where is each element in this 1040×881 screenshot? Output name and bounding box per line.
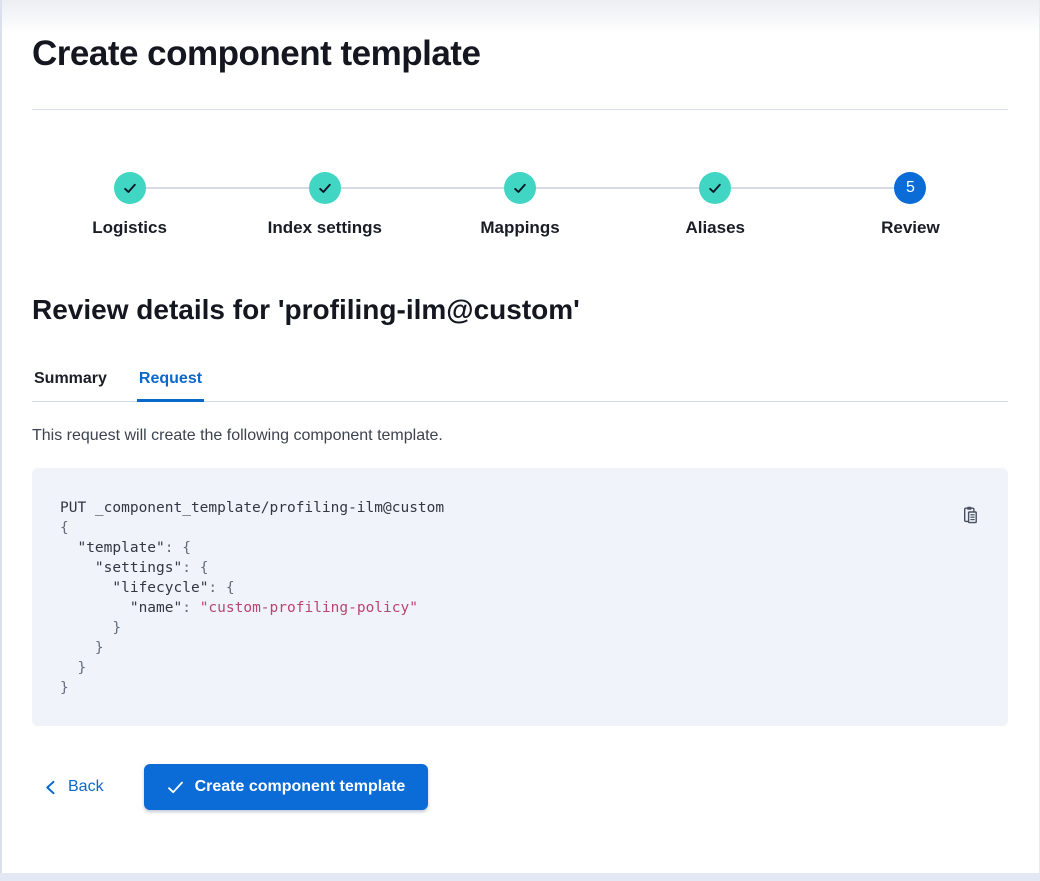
stepper-step-logistics[interactable]: Logistics — [32, 172, 227, 238]
code-line: "template": { — [77, 540, 191, 556]
code-line: { — [60, 520, 69, 536]
check-icon — [308, 172, 341, 204]
tab-summary[interactable]: Summary — [32, 370, 109, 401]
step-number: 5 — [894, 172, 927, 204]
create-button-label: Create component template — [194, 778, 406, 795]
check-icon — [167, 780, 184, 795]
footer-actions: Back Create component template — [32, 764, 1008, 810]
wizard-page: Create component template Logistics Index… — [32, 34, 1008, 810]
step-label: Logistics — [92, 218, 167, 237]
tabs: Summary Request — [32, 370, 1008, 402]
stepper-step-mappings[interactable]: Mappings — [422, 172, 617, 238]
code-line: "lifecycle": { — [112, 580, 235, 596]
back-button-label: Back — [68, 778, 104, 795]
code-line: } — [60, 680, 69, 696]
check-icon — [504, 172, 536, 204]
review-heading: Review details for 'profiling-ilm@custom… — [32, 294, 580, 325]
check-icon — [113, 172, 146, 204]
stepper-step-index-settings[interactable]: Index settings — [227, 172, 422, 238]
step-label: Aliases — [685, 218, 745, 237]
step-label: Index settings — [267, 218, 382, 237]
check-icon — [699, 172, 732, 204]
copy-clipboard-icon — [960, 505, 982, 530]
create-component-template-button[interactable]: Create component template — [143, 764, 429, 810]
tab-request[interactable]: Request — [136, 370, 205, 402]
code-line: "name": "custom-profiling-policy" — [129, 600, 418, 616]
code-line: } — [60, 620, 122, 636]
code-line: "settings": { — [94, 560, 209, 576]
code-line: } — [60, 640, 104, 656]
page-background-strip — [0, 873, 1040, 881]
request-description: This request will create the following c… — [32, 427, 443, 444]
code-line: } — [60, 660, 87, 676]
copy-button[interactable] — [959, 505, 983, 529]
window-left-edge — [0, 0, 2, 881]
step-label: Mappings — [480, 218, 560, 237]
title-divider — [32, 109, 1008, 110]
code-content: PUT _component_template/profiling-ilm@cu… — [60, 498, 980, 698]
step-label: Review — [881, 218, 940, 237]
chevron-left-icon — [44, 780, 57, 795]
stepper-step-aliases[interactable]: Aliases — [618, 172, 813, 238]
request-code-block: PUT _component_template/profiling-ilm@cu… — [32, 468, 1008, 726]
code-line: PUT _component_template/profiling-ilm@cu… — [60, 500, 445, 516]
page-title: Create component template — [32, 34, 481, 73]
back-button[interactable]: Back — [32, 770, 116, 804]
